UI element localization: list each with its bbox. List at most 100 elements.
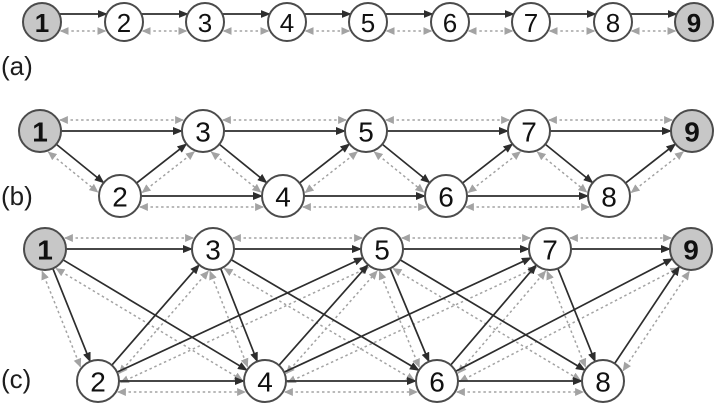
graph-node-a-8: 8 [593,2,633,42]
graph-node-a-2: 2 [104,2,144,42]
panel-label-a: (a) [1,51,33,81]
node-circle [104,2,144,42]
graph-node-b-9: 9 [670,109,714,153]
node-label: 5 [358,117,374,148]
node-label: 9 [683,235,699,266]
dashed-edge-6-7 [467,151,521,194]
dashed-edge-1-2 [41,270,82,368]
graph-node-a-5: 5 [348,2,388,42]
node-circle [261,174,305,218]
node-label: 4 [275,182,291,213]
node-circle [267,2,307,42]
graph-node-b-1: 1 [18,109,62,153]
node-label: 9 [687,8,701,38]
graph-node-a-3: 3 [185,2,225,42]
dashed-edge-8-9 [630,151,684,194]
node-circle [348,2,388,42]
graph-node-a-4: 4 [267,2,307,42]
node-circle [191,227,235,271]
dashed-edge-2-3 [118,270,209,374]
node-label: 1 [37,235,53,266]
node-label: 7 [542,235,558,266]
node-label: 9 [684,117,700,148]
graph-node-c-4: 4 [243,359,287,403]
dashed-edge-7-8 [546,270,587,368]
node-label: 1 [32,117,48,148]
node-circle [18,109,62,153]
node-circle [581,359,625,403]
node-circle [669,227,713,271]
panel-b: 1 2 3 4 5 6 7 8 9 [18,109,714,218]
node-label: 2 [112,182,128,213]
solid-edge-2-5 [116,257,364,373]
solid-edge-7-8 [544,143,594,184]
dashed-edge-2-5 [119,266,370,384]
dashed-edge-6-9 [458,267,680,383]
graph-node-b-4: 4 [261,174,305,218]
dashed-edge-4-5 [304,151,358,194]
solid-edge-6-7 [462,143,514,184]
graph-node-a-6: 6 [430,2,470,42]
solid-edge-5-8 [399,259,586,371]
solid-edge-7-8 [557,268,596,363]
graph-node-a-9: 9 [674,2,714,42]
panel-label-c: (c) [1,364,32,394]
graph-node-c-7: 7 [528,227,572,271]
graph-node-c-8: 8 [581,359,625,403]
node-circle [593,2,633,42]
dashed-edge-4-7 [286,266,538,384]
graph-node-c-3: 3 [191,227,235,271]
node-label: 4 [280,8,294,38]
node-circle [424,174,468,218]
graph-node-b-7: 7 [507,109,551,153]
node-circle [22,2,62,42]
solid-edge-3-6 [230,258,420,372]
node-circle [415,359,459,403]
node-label: 1 [35,8,49,38]
solid-edge-1-4 [62,259,248,371]
solid-edge-5-6 [381,143,431,184]
graph-node-c-2: 2 [76,359,120,403]
node-label: 8 [595,367,611,398]
solid-edge-1-2 [52,268,91,363]
panel-label-b: (b) [1,181,33,211]
solid-edge-8-9 [625,143,677,184]
node-circle [181,109,225,153]
node-circle [587,174,631,218]
dashed-edge-8-9 [622,270,690,372]
dashed-edge-1-4 [55,268,244,381]
graph-node-c-1: 1 [23,227,67,271]
node-circle [674,2,714,42]
node-circle [344,109,388,153]
solid-edge-4-7 [283,257,532,373]
dashed-edge-6-7 [457,270,547,374]
graph-node-c-9: 9 [669,227,713,271]
graph-node-b-5: 5 [344,109,388,153]
graph-node-c-5: 5 [360,227,404,271]
graph-node-b-8: 8 [587,174,631,218]
node-circle [185,2,225,42]
dashed-edge-5-8 [392,267,582,381]
node-circle [670,109,714,153]
node-label: 3 [205,235,221,266]
node-circle [76,359,120,403]
node-label: 7 [521,117,537,148]
solid-edge-8-9 [613,265,681,364]
graph-node-c-6: 6 [415,359,459,403]
solid-edge-1-2 [55,143,105,184]
node-label: 3 [195,117,211,148]
graph-node-a-7: 7 [511,2,551,42]
node-label: 5 [374,235,390,266]
node-label: 2 [117,8,131,38]
solid-edge-4-5 [299,143,351,184]
node-circle [511,2,551,42]
node-circle [430,2,470,42]
dashed-edge-2-3 [141,151,195,194]
node-circle [98,174,142,218]
node-circle [23,227,67,271]
node-circle [360,227,404,271]
graph-node-b-6: 6 [424,174,468,218]
node-label: 4 [257,367,273,398]
graph-node-a-1: 1 [22,2,62,42]
